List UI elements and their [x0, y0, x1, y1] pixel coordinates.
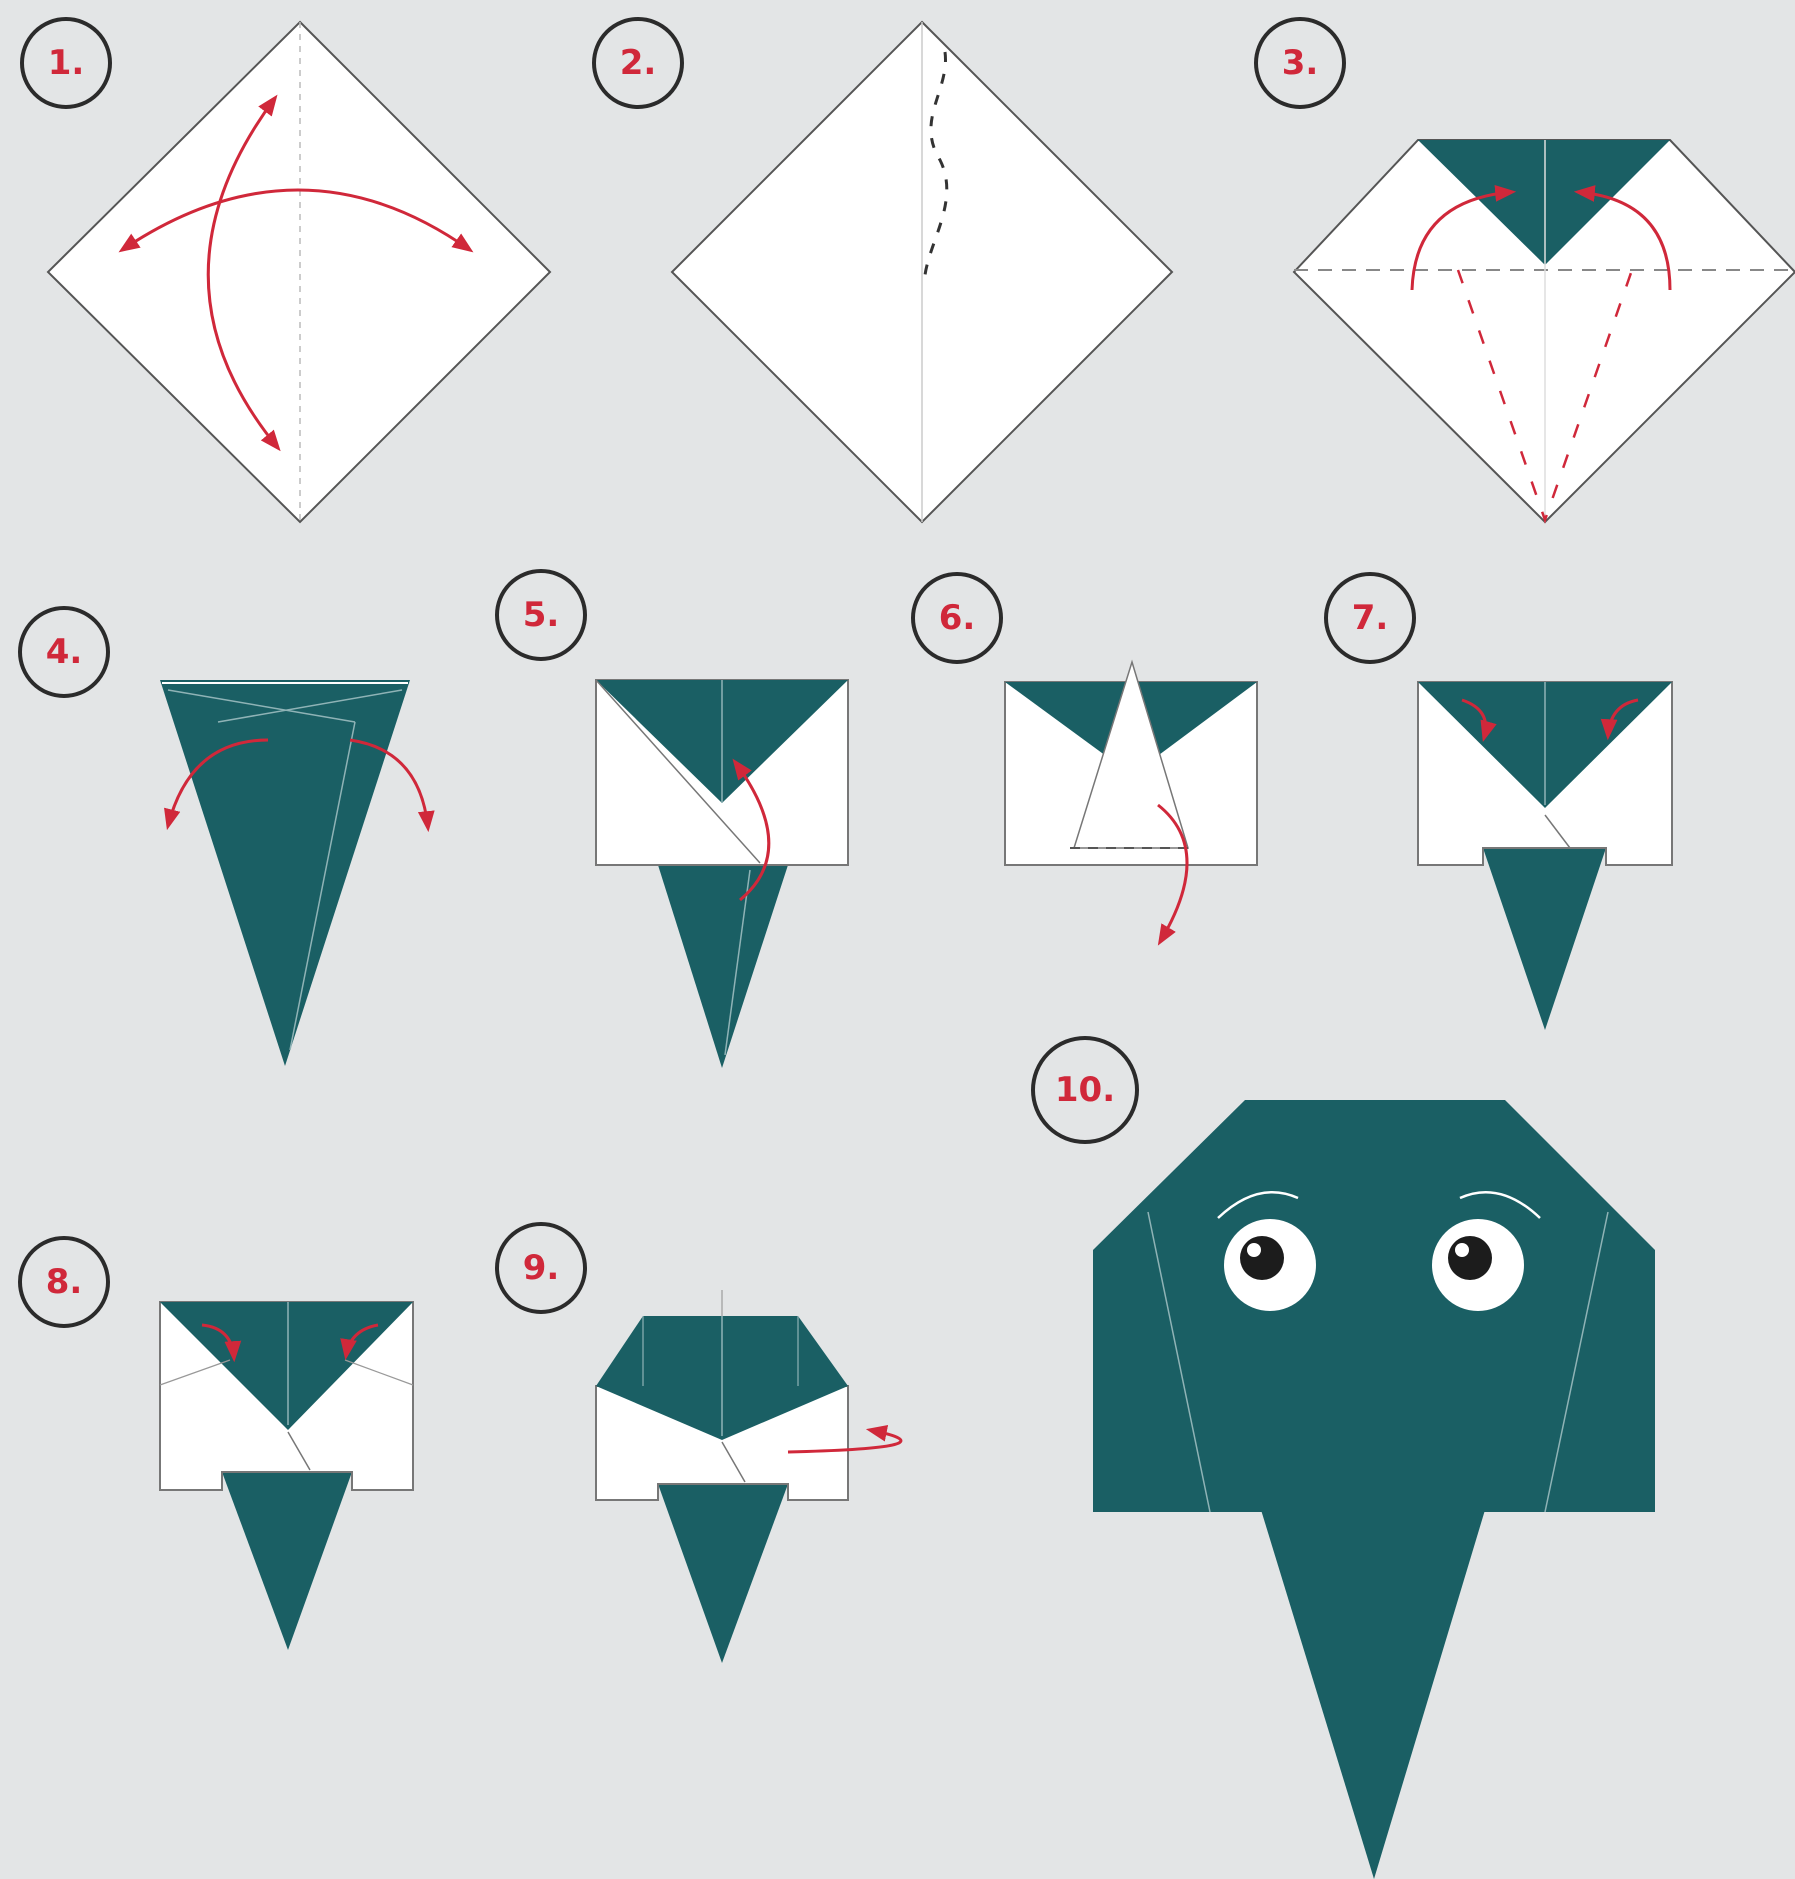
- step-badge-4: 4.: [20, 608, 108, 696]
- step-badge-2: 2.: [594, 19, 682, 107]
- step-badge-1: 1.: [22, 19, 110, 107]
- step-9: [596, 1290, 901, 1663]
- left-eye: [1224, 1219, 1316, 1311]
- step-number: 3.: [1282, 43, 1319, 83]
- step-number: 2.: [620, 43, 657, 83]
- step-badge-8: 8.: [20, 1238, 108, 1326]
- step-7: [1418, 682, 1672, 1030]
- step-number: 4.: [46, 632, 83, 672]
- step-number: 5.: [523, 595, 560, 635]
- paper-shape: [160, 680, 410, 1066]
- step-5: [596, 680, 848, 1068]
- tail-flap: [658, 865, 788, 1068]
- step-badge-6: 6.: [913, 574, 1001, 662]
- step-6: [1005, 662, 1257, 942]
- step-badge-9: 9.: [497, 1224, 585, 1312]
- paper-square: [48, 22, 550, 522]
- step-1: [48, 22, 550, 522]
- elephant-head: [1093, 1100, 1655, 1512]
- step-number: 9.: [523, 1248, 560, 1288]
- tail-flap: [1483, 848, 1606, 1030]
- step-number: 7.: [1352, 598, 1389, 638]
- step-4: [160, 680, 428, 1066]
- step-badge-7: 7.: [1326, 574, 1414, 662]
- tail-flap: [222, 1472, 352, 1650]
- step-number: 10.: [1055, 1070, 1115, 1110]
- step-3: [1294, 140, 1795, 522]
- step-number: 6.: [939, 598, 976, 638]
- right-eye: [1432, 1219, 1524, 1311]
- step-2: [672, 22, 1172, 522]
- step-number: 8.: [46, 1262, 83, 1302]
- step-badge-10: 10.: [1033, 1038, 1137, 1142]
- step-badge-5: 5.: [497, 571, 585, 659]
- eye-highlight: [1455, 1243, 1469, 1257]
- pupil: [1448, 1236, 1492, 1280]
- elephant-trunk: [1258, 1500, 1488, 1879]
- eye-highlight: [1247, 1243, 1261, 1257]
- step-badge-3: 3.: [1256, 19, 1344, 107]
- step-8: [160, 1302, 413, 1650]
- step-number: 1.: [48, 43, 85, 83]
- tail-flap: [658, 1484, 788, 1663]
- step-10: [1093, 1100, 1655, 1879]
- pupil: [1240, 1236, 1284, 1280]
